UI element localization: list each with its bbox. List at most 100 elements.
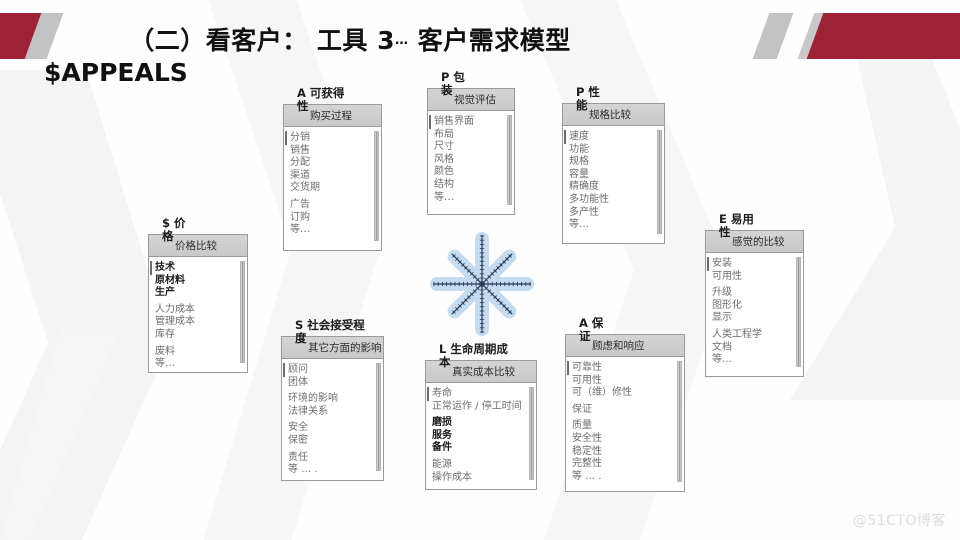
list-item[interactable]: 稳定性 bbox=[572, 445, 602, 457]
list-item[interactable]: 多功能性 bbox=[569, 193, 609, 205]
list-item[interactable]: 安全性 bbox=[572, 432, 602, 444]
list-item[interactable]: 服务 bbox=[432, 429, 452, 441]
listbox-caption-bottom-packaging: 装 bbox=[441, 83, 453, 97]
list-item[interactable]: 法律关系 bbox=[288, 405, 328, 417]
list-item[interactable]: 颜色 bbox=[434, 166, 454, 178]
background-chevron-5 bbox=[0, 330, 120, 540]
list-item[interactable]: 精确度 bbox=[569, 181, 599, 193]
star-axis-tick bbox=[469, 292, 474, 297]
list-item[interactable]: 销售 bbox=[290, 144, 310, 156]
list-item[interactable]: 正常运作 / 停工时间 bbox=[432, 400, 522, 412]
list-item[interactable]: 等 … . bbox=[288, 464, 318, 476]
listbox-scrollbar-availability[interactable] bbox=[374, 131, 379, 241]
listbox-scrollbar-price[interactable] bbox=[240, 261, 245, 363]
list-item[interactable]: 布局 bbox=[434, 128, 454, 140]
scrollbar-thumb[interactable] bbox=[678, 362, 681, 481]
list-item[interactable]: 生产 bbox=[155, 287, 175, 299]
scrollbar-thumb[interactable] bbox=[241, 262, 244, 362]
list-item[interactable]: 渠道 bbox=[290, 169, 310, 181]
list-item[interactable]: 图形化 bbox=[712, 299, 742, 311]
list-item[interactable]: 废料 bbox=[155, 345, 175, 357]
list-item[interactable]: 库存 bbox=[155, 328, 175, 340]
list-item[interactable]: 升级 bbox=[712, 287, 732, 299]
list-item[interactable]: 完整性 bbox=[572, 458, 602, 470]
listbox-group: 技术原材料生产 bbox=[155, 262, 247, 300]
list-item[interactable]: 显示 bbox=[712, 312, 732, 324]
list-item[interactable]: 等… bbox=[434, 191, 454, 203]
list-item[interactable]: 操作成本 bbox=[432, 471, 472, 483]
listbox-group: 顾问团体 bbox=[288, 364, 383, 389]
list-item[interactable]: 安全 bbox=[288, 422, 308, 434]
list-item[interactable]: 销售界面 bbox=[434, 116, 474, 127]
list-item[interactable]: 环境的影响 bbox=[288, 393, 338, 405]
listbox-availability[interactable]: A 可获得性购买过程分销销售分配渠道交货期广告订购等… bbox=[283, 87, 382, 251]
list-item[interactable]: 可用性 bbox=[712, 270, 742, 282]
list-item[interactable]: 责任 bbox=[288, 451, 308, 463]
list-item[interactable]: 广告 bbox=[290, 198, 310, 210]
list-item[interactable]: 顾问 bbox=[288, 364, 308, 375]
listbox-group: 能源操作成本 bbox=[432, 459, 536, 484]
scrollbar-thumb[interactable] bbox=[377, 364, 380, 470]
list-item[interactable]: 寿命 bbox=[432, 388, 452, 399]
scrollbar-thumb[interactable] bbox=[530, 388, 533, 479]
listbox-ease[interactable]: E 易用性感觉的比较安装可用性升级图形化显示人类工程学文档等… bbox=[705, 213, 804, 377]
list-item[interactable]: 尺寸 bbox=[434, 141, 454, 153]
list-item[interactable]: 可（维）修性 bbox=[572, 387, 632, 399]
list-item[interactable]: 功能 bbox=[569, 143, 589, 155]
scrollbar-thumb[interactable] bbox=[797, 258, 800, 366]
list-item[interactable]: 等… bbox=[290, 224, 310, 236]
list-item[interactable]: 多产性 bbox=[569, 206, 599, 218]
star-axis-tick bbox=[475, 277, 480, 282]
list-item[interactable]: 人力成本 bbox=[155, 303, 195, 315]
list-item[interactable]: 订购 bbox=[290, 211, 310, 223]
listbox-scrollbar-packaging[interactable] bbox=[507, 115, 512, 205]
list-item[interactable]: 能源 bbox=[432, 458, 452, 470]
list-item[interactable]: 规格 bbox=[569, 156, 589, 168]
list-item[interactable]: 结构 bbox=[434, 178, 454, 190]
listbox-frame-assurance: 顾虑和响应可靠性可用性可（维）修性保证质量安全性稳定性完整性等 … . bbox=[565, 334, 685, 492]
listbox-social[interactable]: S 社会接受程度其它方面的影响顾问团体环境的影响法律关系安全保密责任等 … . bbox=[281, 319, 384, 481]
list-item[interactable]: 磨损 bbox=[432, 417, 452, 429]
star-axis-tick bbox=[496, 298, 500, 302]
star-axis-tick bbox=[464, 298, 468, 302]
list-item[interactable]: 容量 bbox=[569, 168, 589, 180]
listbox-header-performance: 规格比较 bbox=[563, 104, 664, 126]
star-axis-tick bbox=[490, 271, 495, 276]
list-item[interactable]: 安装 bbox=[712, 258, 732, 269]
listbox-price[interactable]: $ 价格价格比较技术原材料生产人力成本管理成本库存废料等… bbox=[148, 217, 248, 373]
list-item[interactable]: 人类工程学 bbox=[712, 328, 762, 340]
list-item[interactable]: 等… bbox=[712, 354, 732, 366]
scrollbar-thumb[interactable] bbox=[508, 116, 511, 204]
list-item[interactable]: 保密 bbox=[288, 434, 308, 446]
listbox-scrollbar-assurance[interactable] bbox=[677, 361, 682, 482]
list-item[interactable]: 技术 bbox=[155, 262, 175, 273]
scrollbar-thumb[interactable] bbox=[375, 132, 378, 240]
listbox-lifecycle[interactable]: L 生命周期成本真实成本比较寿命正常运作 / 停工时间磨损服务备件能源操作成本 bbox=[425, 343, 537, 490]
listbox-scrollbar-ease[interactable] bbox=[796, 257, 801, 367]
list-item[interactable]: 等 … . bbox=[572, 470, 602, 482]
star-axis-tick bbox=[458, 304, 462, 308]
list-item[interactable]: 团体 bbox=[288, 376, 308, 388]
list-item[interactable]: 原材料 bbox=[155, 274, 185, 286]
list-item[interactable]: 等… bbox=[569, 219, 589, 231]
list-item[interactable]: 风格 bbox=[434, 153, 454, 165]
list-item[interactable]: 分销 bbox=[290, 132, 310, 143]
scrollbar-thumb[interactable] bbox=[658, 131, 661, 233]
list-item[interactable]: 交货期 bbox=[290, 182, 320, 194]
list-item[interactable]: 备件 bbox=[432, 442, 452, 454]
listbox-scrollbar-lifecycle[interactable] bbox=[529, 387, 534, 480]
list-item[interactable]: 可用性 bbox=[572, 374, 602, 386]
list-item[interactable]: 质量 bbox=[572, 420, 592, 432]
list-item[interactable]: 管理成本 bbox=[155, 316, 195, 328]
listbox-scrollbar-social[interactable] bbox=[376, 363, 381, 471]
list-item[interactable]: 保证 bbox=[572, 403, 592, 415]
list-item[interactable]: 文档 bbox=[712, 341, 732, 353]
listbox-packaging[interactable]: P 包装视觉评估销售界面布局尺寸风格颜色结构等… bbox=[427, 71, 515, 215]
list-item[interactable]: 可靠性 bbox=[572, 362, 602, 373]
listbox-assurance[interactable]: A 保证顾虑和响应可靠性可用性可（维）修性保证质量安全性稳定性完整性等 … . bbox=[565, 317, 685, 492]
list-item[interactable]: 速度 bbox=[569, 131, 589, 142]
list-item[interactable]: 分配 bbox=[290, 157, 310, 169]
listbox-scrollbar-performance[interactable] bbox=[657, 130, 662, 234]
list-item[interactable]: 等… bbox=[155, 358, 175, 370]
listbox-performance[interactable]: P 性能规格比较速度功能规格容量精确度多功能性多产性等… bbox=[562, 86, 665, 244]
